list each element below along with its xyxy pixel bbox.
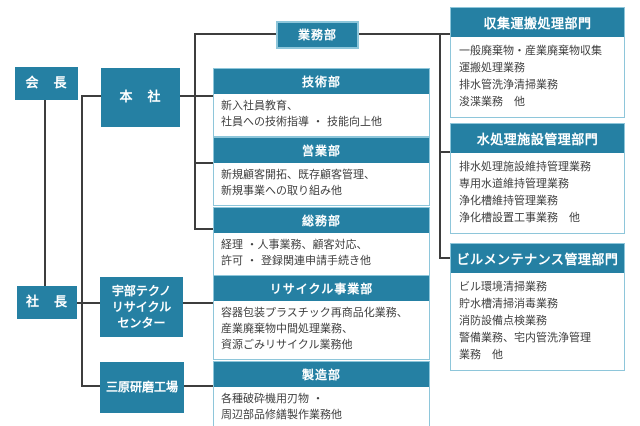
connector-line [439,33,441,259]
building-maintenance-division-description: ビル環境清掃業務 貯水槽清掃消毒業務 消防設備点検業務 警備業務、宅内管洗浄管理… [459,280,591,361]
water-treatment-division-description: 排水処理施設維持管理業務 専用水道維持管理業務 浄化槽維持管理業務 浄化槽設置工… [459,160,591,224]
business-dept-box: 業務部 [276,21,359,49]
technical-dept-title: 技術部 [214,69,429,94]
manufacturing-dept-title: 製造部 [214,362,429,387]
general-affairs-dept-description: 経理 ・人事業務、顧客対応、 許可 ・ 登録関連申請手続き他 [221,238,371,267]
connector-line [194,33,196,230]
head-office-box: 本 社 [101,68,180,127]
collection-division-box: 収集運搬処理部門 一般廃棄物・産業廃棄物収集 運搬処理業務 排水管洗浄清掃業務 … [450,7,625,118]
connector-line [439,257,450,259]
building-maintenance-division-title: ビルメンテナンス管理部門 [451,244,624,273]
connector-line [194,228,213,230]
manufacturing-dept-description: 各種破砕機用刃物 ・ 周辺部品修繕製作業務他 [221,392,342,421]
manufacturing-dept-box: 製造部 各種破砕機用刃物 ・ 周辺部品修繕製作業務他 [213,361,430,426]
sales-dept-title: 営業部 [214,138,429,163]
connector-line [183,302,213,304]
recycling-dept-box: リサイクル事業部 容器包装プラスチック再商品化業務、 産業廃棄物中間処理業務、 … [213,275,430,360]
general-affairs-dept-title: 総務部 [214,208,429,233]
collection-division-description: 一般廃棄物・産業廃棄物収集 運搬処理業務 排水管洗浄清掃業務 浚渫業務 他 [459,44,602,108]
water-treatment-division-title: 水処理施設管理部門 [451,124,624,153]
connector-line [194,162,213,164]
chairman-box: 会 長 [15,67,78,100]
recycling-dept-description: 容器包装プラスチック再商品化業務、 産業廃棄物中間処理業務、 資源ごみリサイクル… [221,306,408,351]
connector-line [44,100,46,286]
sales-dept-description: 新規顧客開拓、既存顧客管理、 新規事業への取り組み他 [221,168,375,197]
technical-dept-box: 技術部 新入社員教育、 社員への技術指導 ・ 技能向上他 [213,68,430,137]
connector-line [194,33,276,35]
sales-dept-box: 営業部 新規顧客開拓、既存顧客管理、 新規事業への取り組み他 [213,137,430,206]
connector-line [77,302,100,304]
connector-line [439,151,450,153]
water-treatment-division-box: 水処理施設管理部門 排水処理施設維持管理業務 専用水道維持管理業務 浄化槽維持管… [450,123,625,234]
president-box: 社 長 [17,286,77,319]
connector-line [81,95,83,387]
mihara-polishing-factory-box: 三原研磨工場 [100,362,184,413]
recycling-dept-title: リサイクル事業部 [214,276,429,301]
connector-line [184,385,213,387]
general-affairs-dept-box: 総務部 経理 ・人事業務、顧客対応、 許可 ・ 登録関連申請手続き他 [213,207,430,276]
building-maintenance-division-box: ビルメンテナンス管理部門 ビル環境清掃業務 貯水槽清掃消毒業務 消防設備点検業務… [450,243,625,371]
connector-line [357,33,450,35]
technical-dept-description: 新入社員教育、 社員への技術指導 ・ 技能向上他 [221,99,382,128]
connector-line [81,385,100,387]
connector-line [81,95,101,97]
collection-division-title: 収集運搬処理部門 [451,8,624,37]
connector-line [180,95,213,97]
ube-techno-recycle-center-box: 宇部テクノ リサイクル センター [100,277,183,337]
